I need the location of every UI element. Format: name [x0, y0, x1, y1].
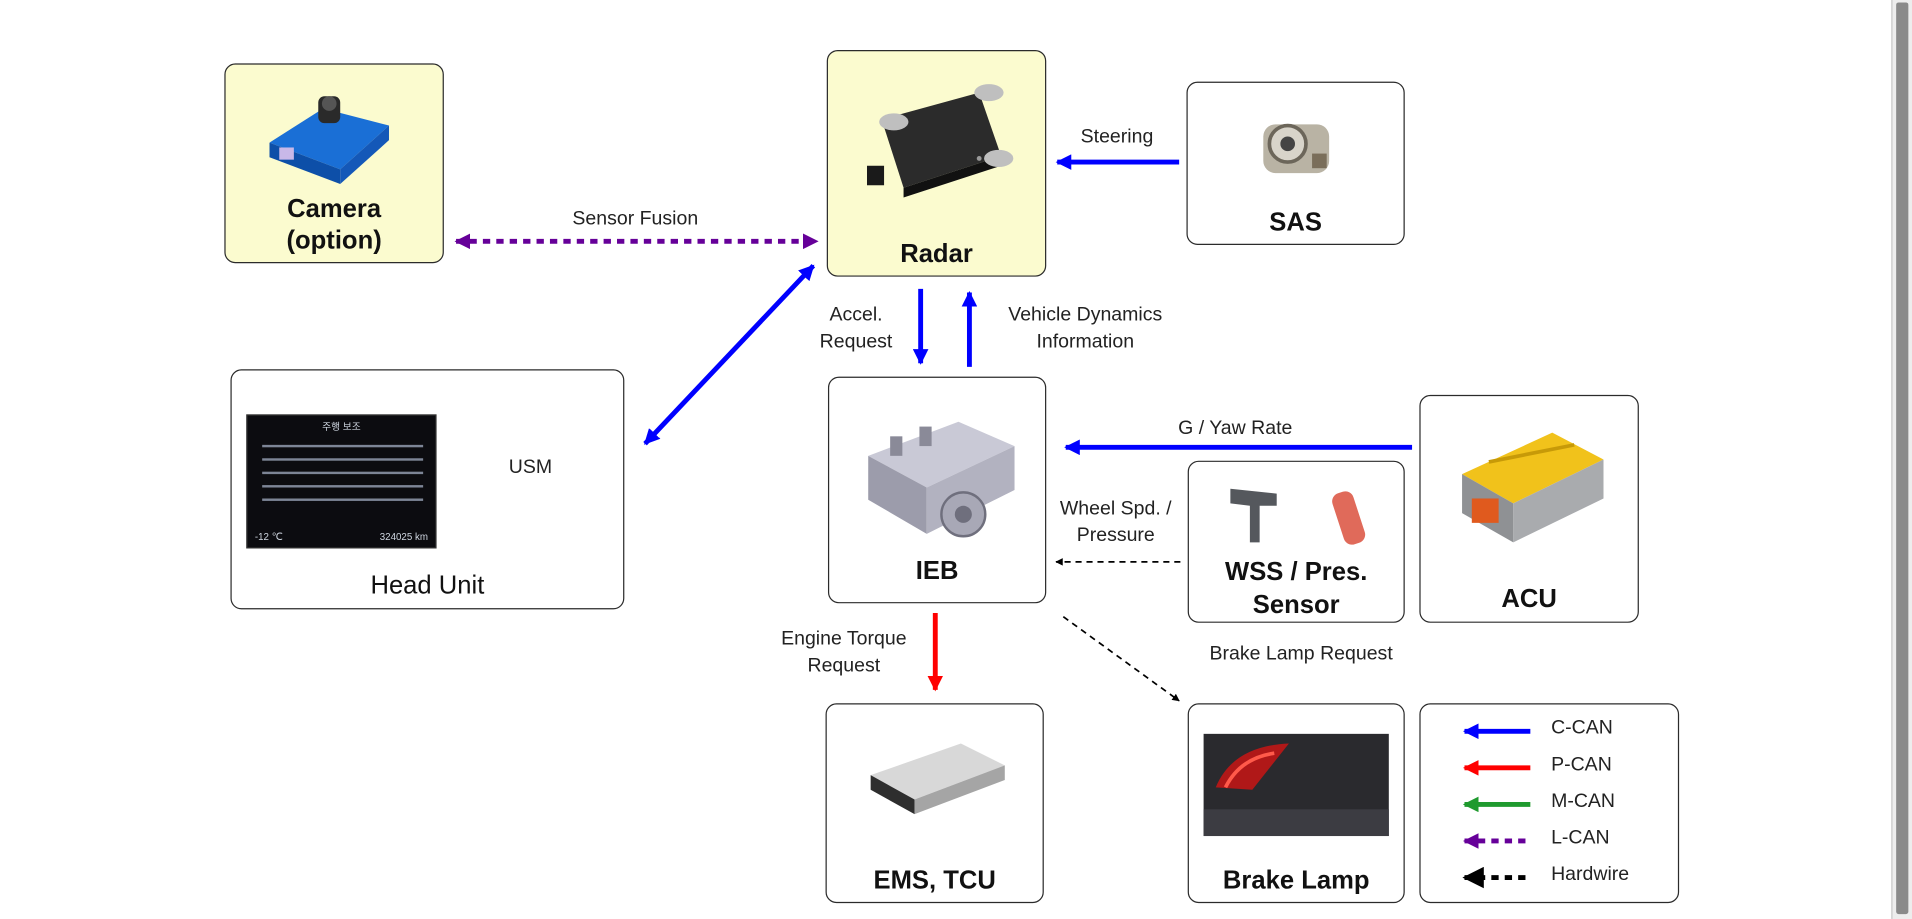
- ems-title: EMS, TCU: [873, 866, 996, 895]
- legend-item-m-can: M-CAN: [1421, 786, 1680, 823]
- camera-title-line1: Camera: [287, 195, 382, 224]
- acu-node: ACU: [1419, 394, 1639, 623]
- radar-node: Radar: [826, 49, 1047, 277]
- brake-lamp-request-link: [1062, 616, 1180, 702]
- legend-label: L-CAN: [1551, 827, 1610, 849]
- sas-title: SAS: [1269, 208, 1322, 237]
- sensor-fusion-label: Sensor Fusion: [572, 208, 699, 230]
- legend: C-CAN P-CAN M-CAN L-CAN Hardwire: [1419, 703, 1680, 904]
- legend-label: C-CAN: [1551, 717, 1613, 739]
- ieb-node: IEB: [827, 376, 1047, 604]
- ieb-title: IEB: [915, 556, 959, 586]
- legend-item-hardwire: Hardwire: [1421, 859, 1680, 896]
- acu-module-icon: [1462, 432, 1604, 543]
- brake-lamp-title: Brake Lamp: [1222, 866, 1370, 895]
- head-unit-title: Head Unit: [370, 571, 485, 600]
- wss-sensor-icon: [1230, 488, 1366, 545]
- head-unit-radar-link: [643, 264, 816, 446]
- legend-item-p-can: P-CAN: [1421, 750, 1680, 787]
- acu-title: ACU: [1501, 585, 1557, 614]
- brake-lamp-icon: [1203, 733, 1389, 837]
- accel-request-label-line2: Request: [819, 331, 893, 353]
- legend-item-c-can: C-CAN: [1421, 713, 1680, 750]
- legend-label: P-CAN: [1551, 754, 1612, 776]
- g-yaw-rate-label: G / Yaw Rate: [1178, 418, 1293, 439]
- radar-device-icon: [866, 84, 1014, 198]
- head-unit-screen-header: 주행 보조: [322, 421, 361, 433]
- usm-label: USM: [508, 457, 553, 478]
- engine-torque-label-line2: Request: [807, 655, 881, 677]
- head-unit-screen-row: [262, 485, 424, 488]
- camera-node: Camera (option): [224, 63, 444, 264]
- head-unit-screen-row: [262, 458, 424, 461]
- head-unit-screen-footer: -12 ℃ 324025 km: [255, 531, 428, 542]
- steering-label: Steering: [1080, 126, 1154, 148]
- vehicle-dynamics-label-line1: Vehicle Dynamics: [1008, 304, 1163, 326]
- head-unit-screen-row: [262, 444, 424, 448]
- legend-item-l-can: L-CAN: [1421, 823, 1680, 860]
- head-unit-node: 주행 보조 -12 ℃ 324025 km Head Unit: [230, 369, 625, 610]
- sas-sensor-icon: [1263, 123, 1330, 174]
- legend-label: M-CAN: [1551, 791, 1616, 812]
- ems-node: EMS, TCU: [825, 703, 1044, 904]
- wss-title-line2: Sensor: [1252, 591, 1340, 620]
- legend-label: Hardwire: [1551, 864, 1630, 885]
- vehicle-dynamics-label-line2: Information: [1036, 331, 1135, 353]
- wss-title-line1: WSS / Pres.: [1225, 558, 1368, 587]
- camera-title-line2: (option): [286, 226, 382, 255]
- wss-node: WSS / Pres. Sensor: [1187, 460, 1405, 623]
- wheel-speed-label-line2: Pressure: [1076, 525, 1155, 547]
- head-unit-odometer: 324025 km: [379, 531, 429, 543]
- wheel-speed-label-line1: Wheel Spd. /: [1059, 498, 1172, 520]
- head-unit-screen-row: [262, 498, 424, 501]
- brake-lamp-node: Brake Lamp: [1187, 703, 1405, 904]
- engine-torque-label-line1: Engine Torque: [781, 628, 907, 650]
- head-unit-temperature: -12 ℃: [254, 531, 283, 543]
- ems-module-icon: [870, 743, 1005, 815]
- scrollbar-thumb[interactable]: [1896, 2, 1909, 915]
- brake-lamp-request-label: Brake Lamp Request: [1209, 643, 1393, 665]
- head-unit-screen: 주행 보조 -12 ℃ 324025 km: [246, 414, 437, 549]
- accel-request-label-line1: Accel.: [829, 304, 883, 326]
- radar-title: Radar: [900, 240, 973, 269]
- vertical-scrollbar[interactable]: [1891, 0, 1912, 919]
- head-unit-screen-row: [262, 471, 424, 475]
- sas-node: SAS: [1186, 81, 1405, 245]
- ieb-unit-icon: [868, 421, 1015, 538]
- camera-device-icon: [269, 96, 389, 185]
